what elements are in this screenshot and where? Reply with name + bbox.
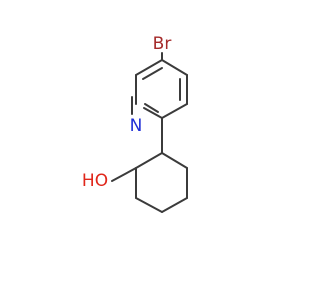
bromine-label: Br <box>153 34 172 54</box>
bond-cy6-oh <box>111 167 137 182</box>
bond-cy3-cy4 <box>161 197 188 213</box>
bond-c2-n-inner <box>144 103 159 113</box>
bond-cy4-cy5 <box>135 197 163 213</box>
bond-c2-n <box>143 107 163 119</box>
bond-c5-c4 <box>161 59 188 76</box>
bond-c3-c2 <box>161 103 188 119</box>
bond-cy1-cy2 <box>161 152 188 169</box>
bond-cy6-cy1 <box>135 152 163 169</box>
bond-c6-c5 <box>135 59 163 76</box>
bond-c6-c5-inner <box>142 67 163 80</box>
structure-canvas: Br N HO <box>82 34 188 213</box>
molecule-drawing: Br N HO <box>82 34 188 213</box>
nitrogen-label: N <box>130 116 143 136</box>
hydroxyl-label: HO <box>82 171 108 191</box>
